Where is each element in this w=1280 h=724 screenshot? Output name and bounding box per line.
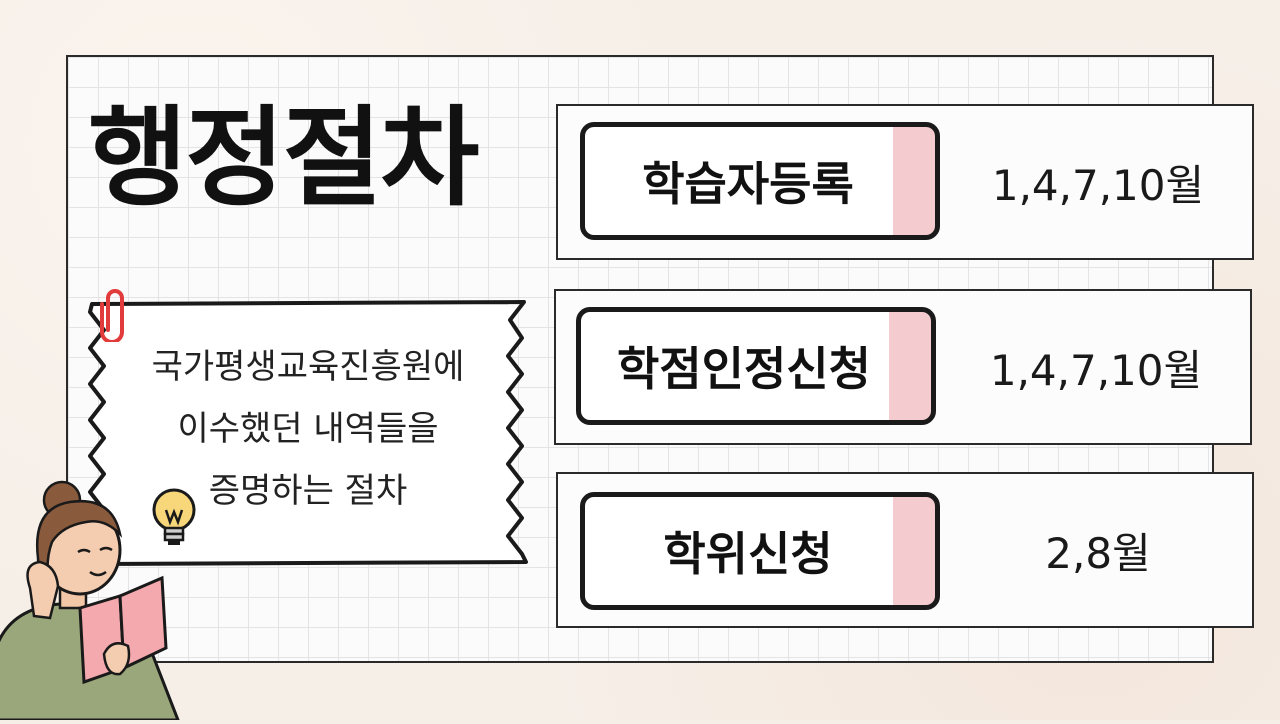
procedure-months: 1,4,7,10월: [989, 345, 1203, 395]
procedure-label-box: 학위신청: [580, 492, 940, 610]
procedure-label-box: 학점인정신청: [576, 307, 936, 425]
procedure-row-degree-application: 학위신청 2,8월: [556, 472, 1254, 628]
reading-woman-illustration: [0, 478, 200, 724]
description-text: 국가평생교육진흥원에 이수했던 내역들을 증명하는 절차: [100, 336, 516, 522]
lightbulb-icon: [146, 484, 202, 558]
description-card: 국가평생교육진흥원에 이수했던 내역들을 증명하는 절차: [86, 298, 530, 566]
description-line-2: 이수했던 내역들을: [177, 409, 439, 449]
procedure-label-box: 학습자등록: [580, 122, 940, 240]
page-title: 행정절차: [88, 96, 479, 221]
torn-paper-shape: [88, 300, 528, 566]
procedure-label: 학점인정신청: [617, 342, 871, 396]
description-line-1: 국가평생교육진흥원에: [151, 347, 465, 387]
procedure-months: 2,8월: [1045, 528, 1151, 578]
procedure-row-registration: 학습자등록 1,4,7,10월: [556, 104, 1254, 260]
description-line-3: 증명하는 절차: [208, 471, 408, 511]
procedure-months: 1,4,7,10월: [991, 160, 1205, 210]
procedure-row-credit-recognition: 학점인정신청 1,4,7,10월: [554, 289, 1252, 445]
procedure-label: 학위신청: [663, 527, 833, 581]
paperclip-icon: [98, 286, 132, 346]
procedure-label: 학습자등록: [642, 157, 854, 211]
